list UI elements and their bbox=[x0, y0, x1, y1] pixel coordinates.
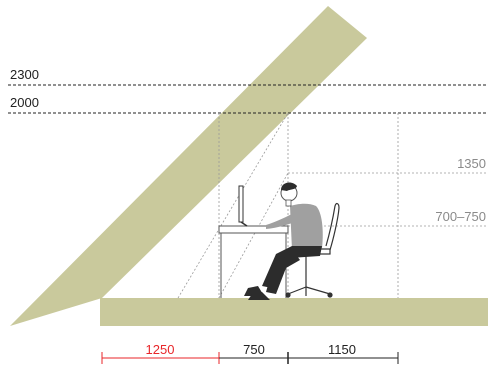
width-750: 750 bbox=[243, 342, 265, 357]
roof-slope bbox=[10, 6, 367, 326]
label-700-750: 700–750 bbox=[435, 209, 486, 224]
monitor bbox=[238, 185, 248, 227]
floor-slab bbox=[100, 298, 488, 326]
label-2000: 2000 bbox=[10, 95, 39, 110]
label-1350: 1350 bbox=[457, 156, 486, 171]
label-2300: 2300 bbox=[10, 67, 39, 82]
dimension-line bbox=[101, 352, 399, 364]
seated-person bbox=[244, 182, 323, 300]
width-1250: 1250 bbox=[146, 342, 175, 357]
width-1150: 1150 bbox=[328, 342, 356, 357]
desk bbox=[218, 225, 289, 298]
